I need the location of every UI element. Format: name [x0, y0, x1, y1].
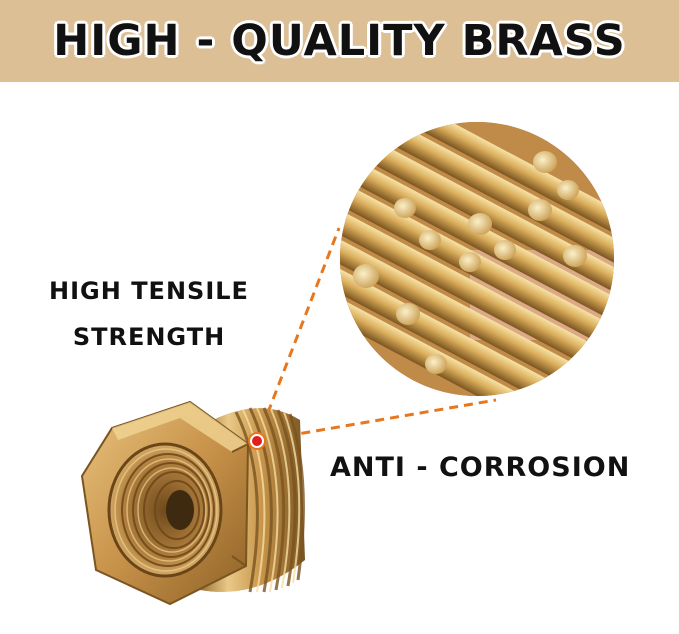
brass-rods-magnified-icon: [340, 122, 614, 396]
feature-tensile-line1: HIGH TENSILE: [49, 277, 249, 305]
callout-lines: [255, 227, 497, 443]
banner-title: HIGH - QUALITY BRASS: [53, 16, 626, 66]
hex-reducer-bushing-icon: [80, 400, 305, 606]
title-banner: [0, 0, 679, 82]
callout-marker-dot: [252, 436, 262, 446]
feature-high-tensile-strength: HIGH TENSILE STRENGTH: [14, 268, 284, 360]
feature-tensile-line2: STRENGTH: [72, 323, 226, 351]
feature-anti-corrosion: ANTI - CORROSION: [330, 452, 631, 483]
